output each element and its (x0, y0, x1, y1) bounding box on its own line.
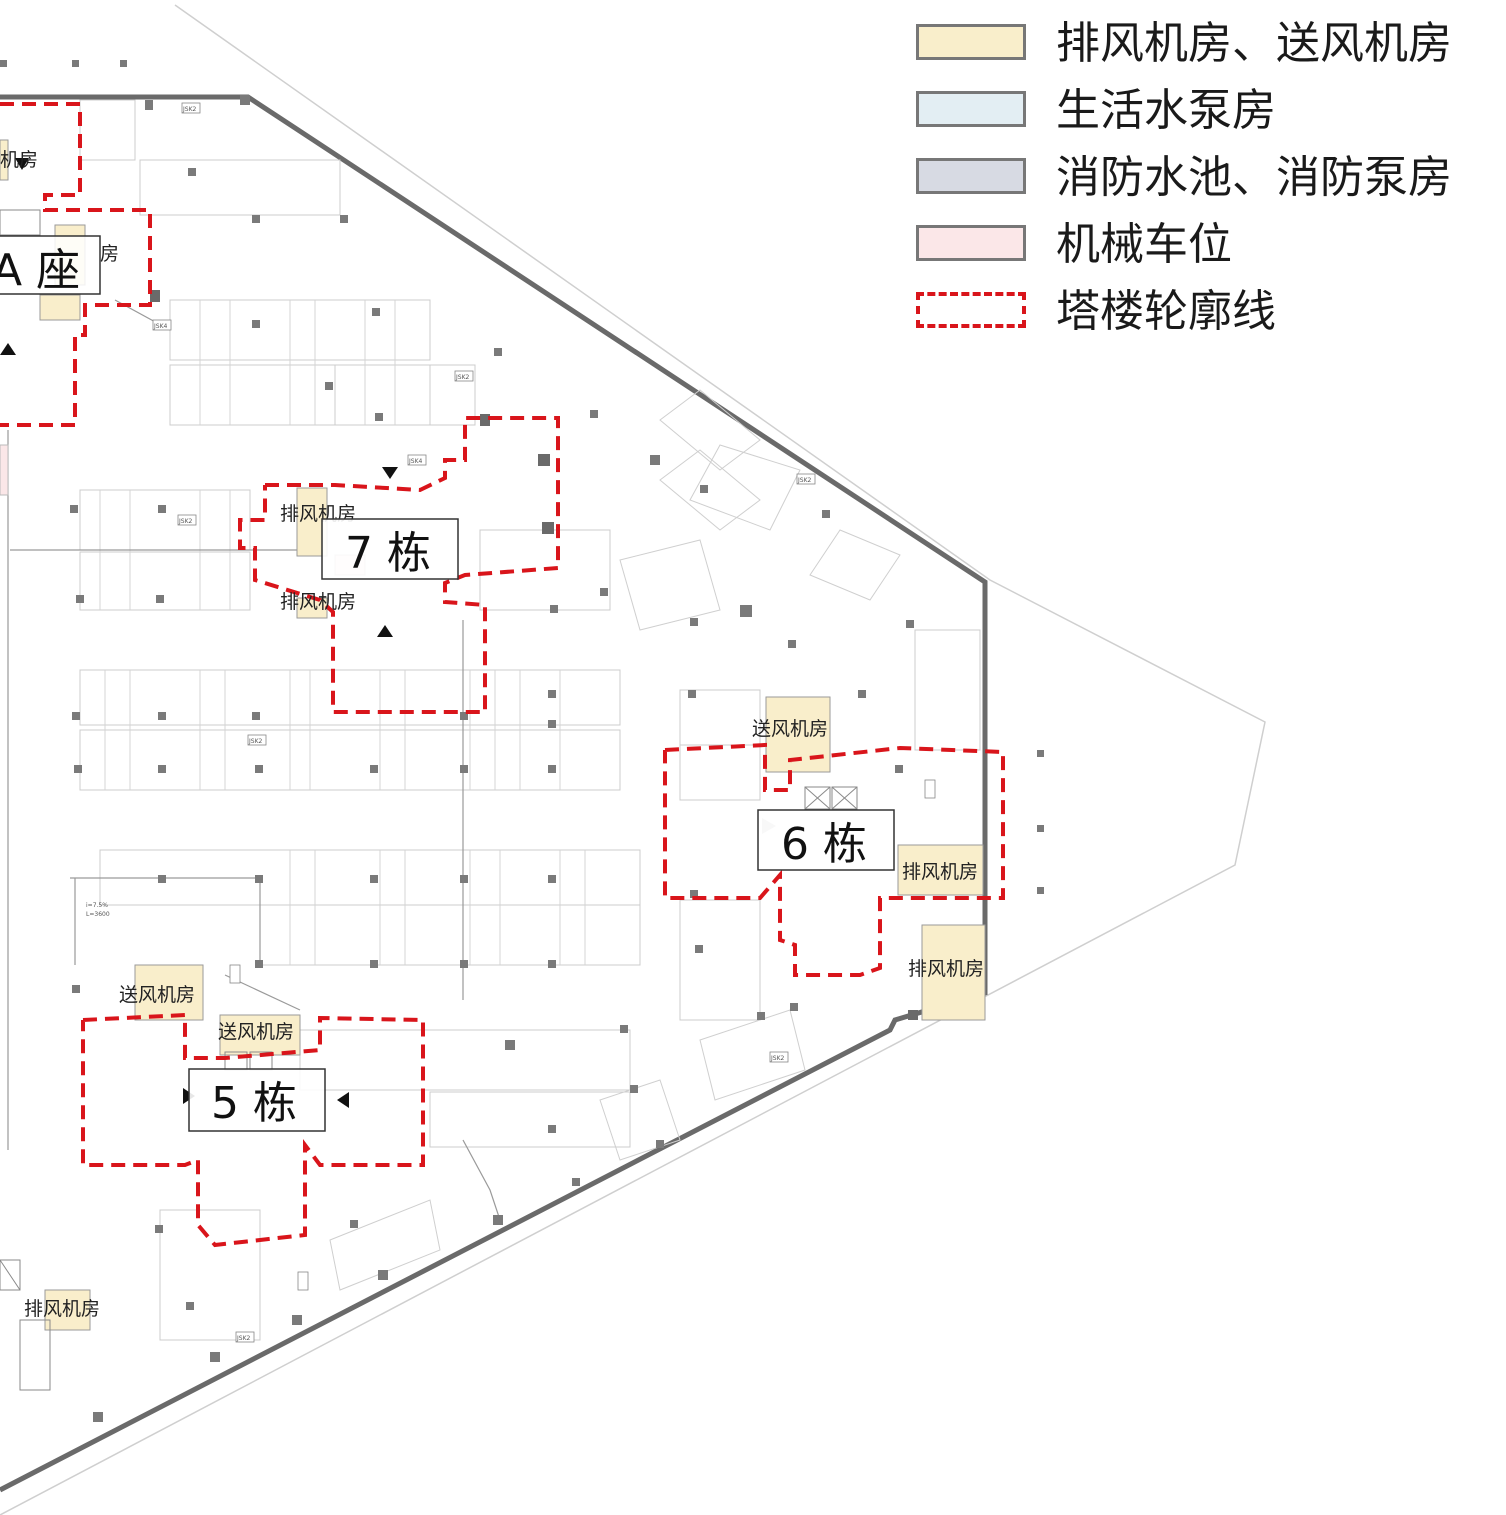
legend-item-fire-pool: 消防水池、消防泵房 (914, 152, 1499, 203)
tower-outlines (0, 102, 1005, 1248)
building-cores (0, 209, 858, 1391)
tag-box (152, 319, 172, 331)
tag-box (297, 1271, 309, 1291)
room-label-5-supply-2: 送风机房 (218, 1021, 294, 1043)
building-name-5: 5 栋 (211, 1078, 297, 1129)
tag-text: JSK4 (408, 458, 423, 465)
room-label-5-supply-1: 送风机房 (119, 984, 195, 1006)
legend-item-mech-parking: 机械车位 (914, 219, 1499, 270)
wall-stubs (150, 290, 918, 1020)
tag-text: JSK2 (182, 106, 197, 113)
tag-text: JSK2 (455, 374, 470, 381)
room-label-6-exhaust-1: 排风机房 (902, 861, 978, 883)
tower-outline-5 (81, 1012, 425, 1248)
legend-item-water-pump: 生活水泵房 (914, 85, 1499, 136)
room-label-7-exhaust-2: 排风机房 (280, 591, 356, 613)
tower-outline-a (0, 102, 152, 427)
site-boundary (0, 4, 1266, 1515)
legend-swatch (916, 225, 1026, 261)
room-label-6-supply: 送风机房 (752, 718, 828, 740)
tag-text: JSK2 (236, 1335, 251, 1342)
tower-outline-7 (238, 416, 560, 714)
tag-text: JSK2 (797, 477, 812, 484)
legend-swatch (916, 91, 1026, 127)
room-label-6-exhaust-2: 排风机房 (908, 958, 984, 980)
tag-box (229, 964, 241, 984)
legend-label: 排风机房、送风机房 (1056, 18, 1452, 69)
building-box-5 (188, 1068, 326, 1132)
building-labels: A 座 7 栋 6 栋 5 栋 (0, 235, 895, 1132)
room-label-a-mid: 房 (100, 243, 119, 265)
tag-text: JSK2 (178, 518, 193, 525)
tag-box (454, 370, 474, 382)
tag-box (177, 514, 197, 526)
tag-text: JSK2 (248, 738, 263, 745)
tag-box (769, 1051, 789, 1063)
building-name-6: 6 栋 (781, 819, 867, 870)
building-name-a: A 座 (0, 245, 80, 296)
building-box-6 (757, 809, 895, 871)
tag-box (796, 473, 816, 485)
tag-text: JSK4 (153, 323, 168, 330)
room-label-a-top: 机房 (0, 149, 38, 171)
legend-label: 机械车位 (1056, 219, 1232, 270)
ramp-note: L=3600 (86, 911, 110, 918)
tag-box (181, 102, 201, 114)
room-labels: 机房 房 排风机房 排风机房 送风机房 排风机房 排风机房 送风机房 送风机房 … (0, 149, 984, 1320)
tower-outline-6 (663, 742, 1005, 977)
stall-dividers (99, 300, 586, 965)
tag-box (924, 779, 936, 799)
parking-stalls (79, 99, 981, 1341)
legend-item-fan-rooms: 排风机房、送风机房 (914, 18, 1499, 69)
ramp-note: i=7.5% (86, 902, 108, 909)
tag-box (407, 454, 427, 466)
structural-columns (0, 60, 1044, 1422)
tag-box (247, 734, 267, 746)
legend-label: 消防水池、消防泵房 (1056, 152, 1452, 203)
legend-item-tower-outline: 塔楼轮廓线 (914, 286, 1499, 337)
equipment-tags: JSK2 JSK4 JSK2 JSK4 JSK2 JSK2 JSK2 JSK2 … (86, 102, 936, 1343)
legend-swatch-dashed (916, 292, 1026, 328)
legend-swatch (916, 158, 1026, 194)
building-name-7: 7 栋 (345, 528, 431, 579)
building-box-a (0, 235, 101, 295)
angled-stalls (329, 389, 901, 1291)
legend-label: 塔楼轮廓线 (1056, 286, 1276, 337)
building-box-7 (321, 518, 459, 580)
tag-box (235, 1331, 255, 1343)
room-label-sw-exhaust: 排风机房 (24, 1298, 100, 1320)
legend-label: 生活水泵房 (1056, 85, 1276, 136)
tag-text: JSK2 (770, 1055, 785, 1062)
legend-swatch (916, 24, 1026, 60)
